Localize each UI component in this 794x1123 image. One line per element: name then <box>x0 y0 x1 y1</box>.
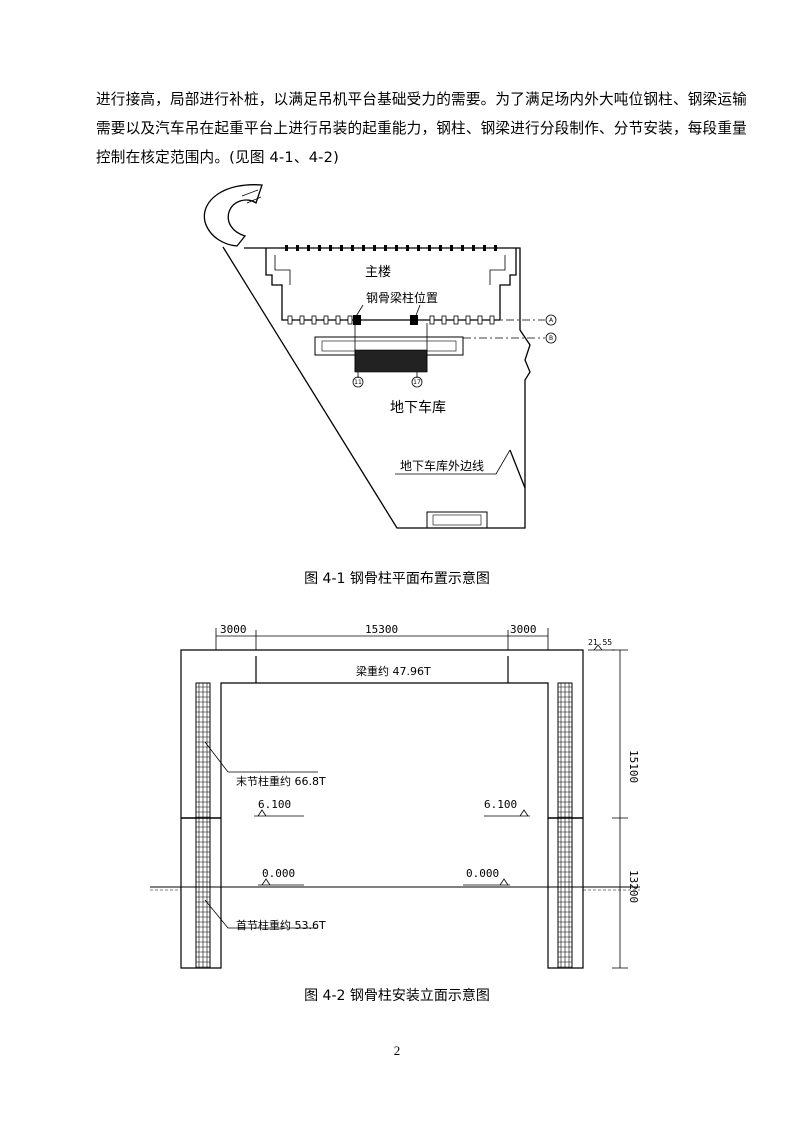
beam-label: 梁重约 47.96T <box>356 664 431 678</box>
figure-4-2-caption: 图 4-2 钢骨柱安装立面示意图 <box>304 988 490 1004</box>
elev-mid-left: 6.100 <box>258 798 291 811</box>
axis-label-a: A <box>549 317 554 324</box>
site-boundary <box>222 246 531 529</box>
vdim-upper: 15100 <box>627 750 640 783</box>
dim-middle: 15300 <box>365 623 398 636</box>
beam <box>255 656 509 683</box>
page-number: 2 <box>393 1043 401 1058</box>
hook-shape <box>203 184 263 247</box>
upper-column-label: 末节柱重约 66.8T <box>236 774 326 788</box>
frame-outline <box>180 649 584 969</box>
elev-zero-right: 0.000 <box>466 867 499 880</box>
figure-4-2-elevation: 3000 15300 3000 21.55 梁重约 47.96T 末节柱重约 6… <box>150 623 640 969</box>
paragraph-line-2: 需要以及汽车吊在起重平台上进行吊装的起重能力，钢柱、钢梁进行分段制作、分节安装，… <box>96 120 747 137</box>
main-building-outline <box>265 248 517 321</box>
paragraph-line-3: 控制在核定范围内。(见图 4-1、4-2) <box>96 149 340 166</box>
elev-zero-left: 0.000 <box>262 867 295 880</box>
elev-top: 21.55 <box>588 638 612 647</box>
axis-label-b: B <box>549 335 553 342</box>
axis-label-col-right: 17 <box>413 379 421 386</box>
paragraph-line-1: 进行接高，局部进行补桩，以满足吊机平台基础受力的需要。为了满足场内外大吨位钢柱、… <box>96 91 747 108</box>
lower-column-label: 首节柱重约 53.6T <box>236 918 326 932</box>
axis-label-col-left: 11 <box>354 379 362 386</box>
label-column-position: 钢骨梁柱位置 <box>366 290 438 305</box>
figure-4-1-plan: 主楼 钢骨梁柱位置 地下车库 地下车库外边线 A B 11 17 <box>203 184 557 529</box>
elev-mid-right: 6.100 <box>484 798 517 811</box>
dim-right: 3000 <box>510 623 537 636</box>
label-garage: 地下车库 <box>390 399 446 416</box>
label-garage-outline: 地下车库外边线 <box>400 458 484 473</box>
body-paragraph: 进行接高，局部进行补桩，以满足吊机平台基础受力的需要。为了满足场内外大吨位钢柱、… <box>96 85 747 172</box>
figure-4-1-caption: 图 4-1 钢骨柱平面布置示意图 <box>304 571 490 587</box>
vdim-lower: 13200 <box>627 870 640 903</box>
dim-left: 3000 <box>220 623 247 636</box>
label-main-building: 主楼 <box>365 265 391 280</box>
